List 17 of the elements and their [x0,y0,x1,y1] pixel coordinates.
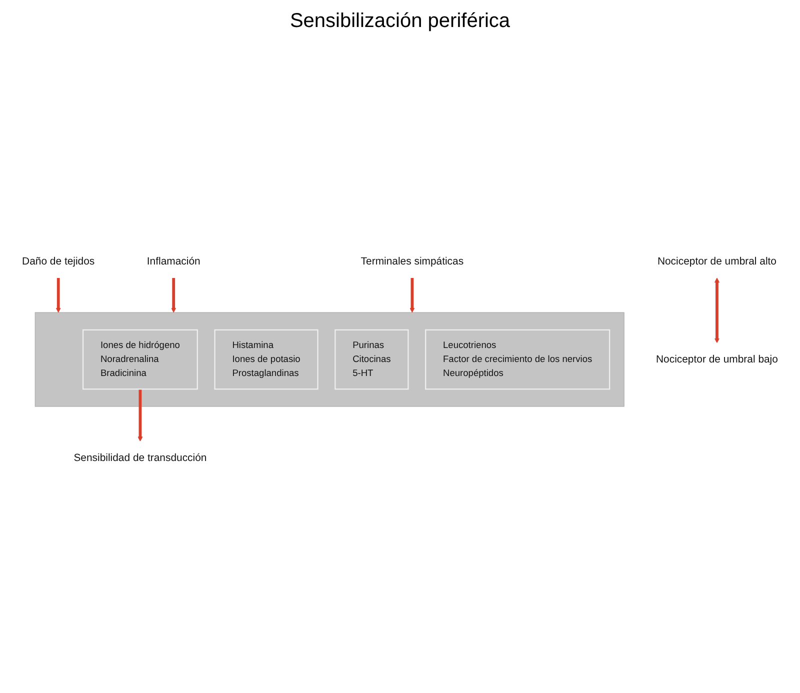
arrow [171,278,176,313]
node-text: Nociceptor de umbral bajo [656,353,778,366]
node-text: Inflamación [146,255,200,267]
node-text: Daño de tejidos [22,255,95,267]
node-text: Terminales simpáticas [360,255,464,267]
node-box: Histamina Iones de potasio Prostaglandinas [214,329,318,390]
arrow [56,278,61,313]
node-box: Purinas Citocinas 5-HT [334,329,409,390]
cluster [34,312,624,407]
node-text: Nociceptor de umbral alto [657,255,776,267]
node-box: Leucotrienos Factor de crecimiento de los nervios Neuropéptidos [425,329,610,390]
diagram-title: Sensibilización periférica [288,10,512,33]
node-text: Sensibilidad de transducción [74,452,207,464]
arrow [410,278,415,313]
node-box: Iones de hidrógeno Noradrenalina Bradicinina [82,329,198,390]
arrow [714,278,720,344]
arrow [138,389,143,442]
